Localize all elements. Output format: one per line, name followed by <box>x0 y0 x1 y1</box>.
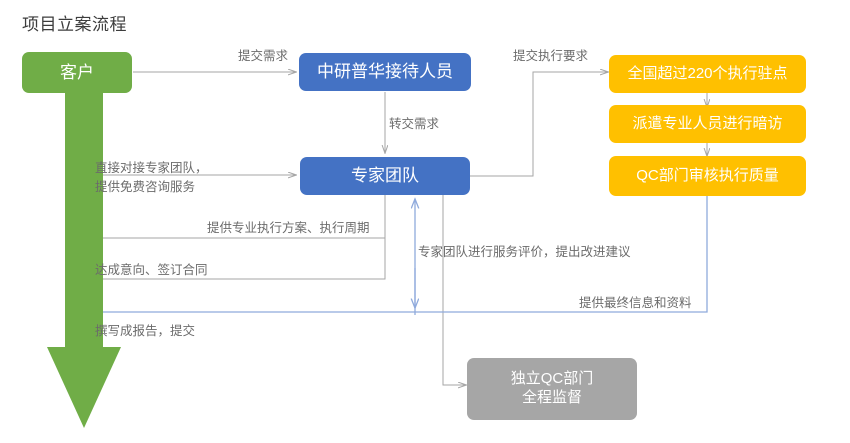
node-stations[interactable]: 全国超过220个执行驻点 <box>609 55 806 93</box>
edge-label-submit-demand: 提交需求 <box>238 49 289 63</box>
edge-label-transfer-demand: 转交需求 <box>389 117 440 131</box>
edge-label-final-info: 提供最终信息和资料 <box>579 296 692 310</box>
edge-submit-execution <box>470 72 608 177</box>
edge-label-submit-execution: 提交执行要求 <box>513 49 589 63</box>
edge-label-service-evaluation: 专家团队进行服务评价，提出改进建议 <box>418 245 631 259</box>
node-stations-label: 全国超过220个执行驻点 <box>627 64 788 82</box>
edge-reach-agreement <box>92 238 386 279</box>
node-qc-review-label: QC部门审核执行质量 <box>636 166 779 184</box>
node-qc-review[interactable]: QC部门审核执行质量 <box>609 156 806 196</box>
edge-final-info <box>92 196 708 312</box>
edge-label-direct-contact-line1: 直接对接专家团队， <box>95 161 208 175</box>
node-dispatch[interactable]: 派遣专业人员进行暗访 <box>609 105 806 143</box>
edge-expert-to-qcdept <box>442 195 466 385</box>
page-title: 项目立案流程 <box>22 15 127 34</box>
node-reception[interactable]: 中研普华接待人员 <box>299 53 471 91</box>
node-independent-qc-label: 独立QC部门 全程监督 <box>510 370 594 406</box>
node-independent-qc[interactable]: 独立QC部门 全程监督 <box>467 358 637 420</box>
node-reception-label: 中研普华接待人员 <box>317 62 453 82</box>
node-customer-label: 客户 <box>60 62 94 82</box>
node-expert-team-label: 专家团队 <box>351 166 419 186</box>
edge-label-write-report: 撰写成报告，提交 <box>95 324 196 338</box>
node-customer[interactable]: 客户 <box>22 52 132 93</box>
node-dispatch-label: 派遣专业人员进行暗访 <box>632 114 783 132</box>
edge-label-provide-plan: 提供专业执行方案、执行周期 <box>207 221 370 235</box>
node-expert-team[interactable]: 专家团队 <box>300 157 470 195</box>
edge-label-direct-contact-line2: 提供免费咨询服务 <box>95 180 196 194</box>
green-flow-arrow <box>47 92 121 428</box>
edge-label-reach-agreement: 达成意向、签订合同 <box>95 263 208 277</box>
